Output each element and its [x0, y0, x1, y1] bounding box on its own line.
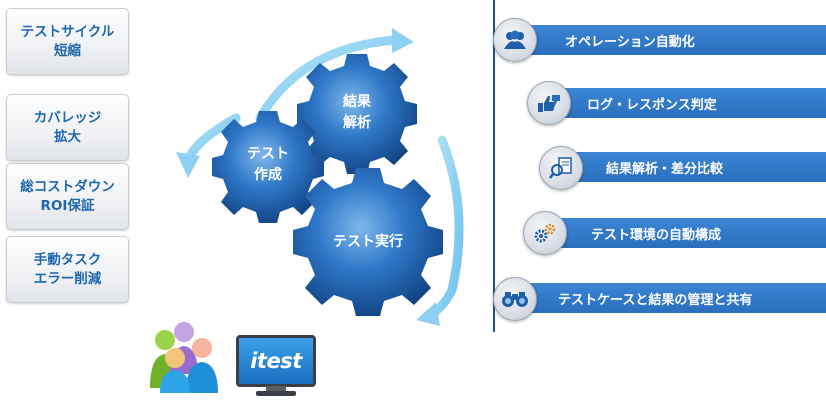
- binoculars-icon: [493, 277, 537, 321]
- benefit-cost-roi: 総コストダウン ROI保証: [6, 163, 129, 230]
- feature-label: テスト環境の自動構成: [591, 227, 722, 243]
- gear-test-execution: [293, 168, 443, 316]
- monitor-base: [256, 391, 296, 396]
- gear-label-test-creation: テスト 作成: [247, 146, 289, 183]
- users-illustration: [150, 322, 218, 393]
- feature-timeline-line: [493, 0, 495, 332]
- gear-result-analysis: [297, 54, 417, 174]
- people-group-icon: [493, 18, 537, 62]
- feature-log-response: ログ・レスポンス判定: [549, 88, 826, 118]
- cycle-arrow-top: [255, 28, 414, 123]
- feature-test-case-management: テストケースと結果の管理と共有: [518, 283, 826, 313]
- benefit-test-cycle: テストサイクル 短縮: [6, 8, 129, 75]
- feature-label: テストケースと結果の管理と共有: [558, 292, 753, 308]
- benefit-coverage: カバレッジ 拡大: [6, 94, 129, 161]
- gear-label-result-analysis: 結果 解析: [343, 94, 371, 131]
- feature-label: ログ・レスポンス判定: [587, 97, 717, 113]
- feature-result-analysis: 結果解析・差分比較: [566, 152, 826, 182]
- itest-logo-text: itest: [250, 349, 302, 373]
- feature-label: 結果解析・差分比較: [606, 161, 724, 177]
- feature-operation-automation: オペレーション自動化: [515, 25, 826, 55]
- magnifier-document-icon: [539, 146, 583, 190]
- itest-logo: itest: [236, 335, 316, 387]
- benefit-manual-task: 手動タスク エラー削減: [6, 236, 129, 303]
- feature-environment-configuration: テスト環境の自動構成: [551, 218, 826, 248]
- gear-test-creation: [212, 111, 324, 223]
- thumbs-up-down-icon: [527, 81, 571, 125]
- monitor-stand: [266, 386, 286, 392]
- feature-label: オペレーション自動化: [565, 34, 695, 50]
- cycle-arrow-left: [176, 113, 241, 178]
- gears-icon: [523, 211, 567, 255]
- gear-label-test-execution: テスト実行: [333, 234, 403, 250]
- cycle-arrow-right: [416, 135, 464, 326]
